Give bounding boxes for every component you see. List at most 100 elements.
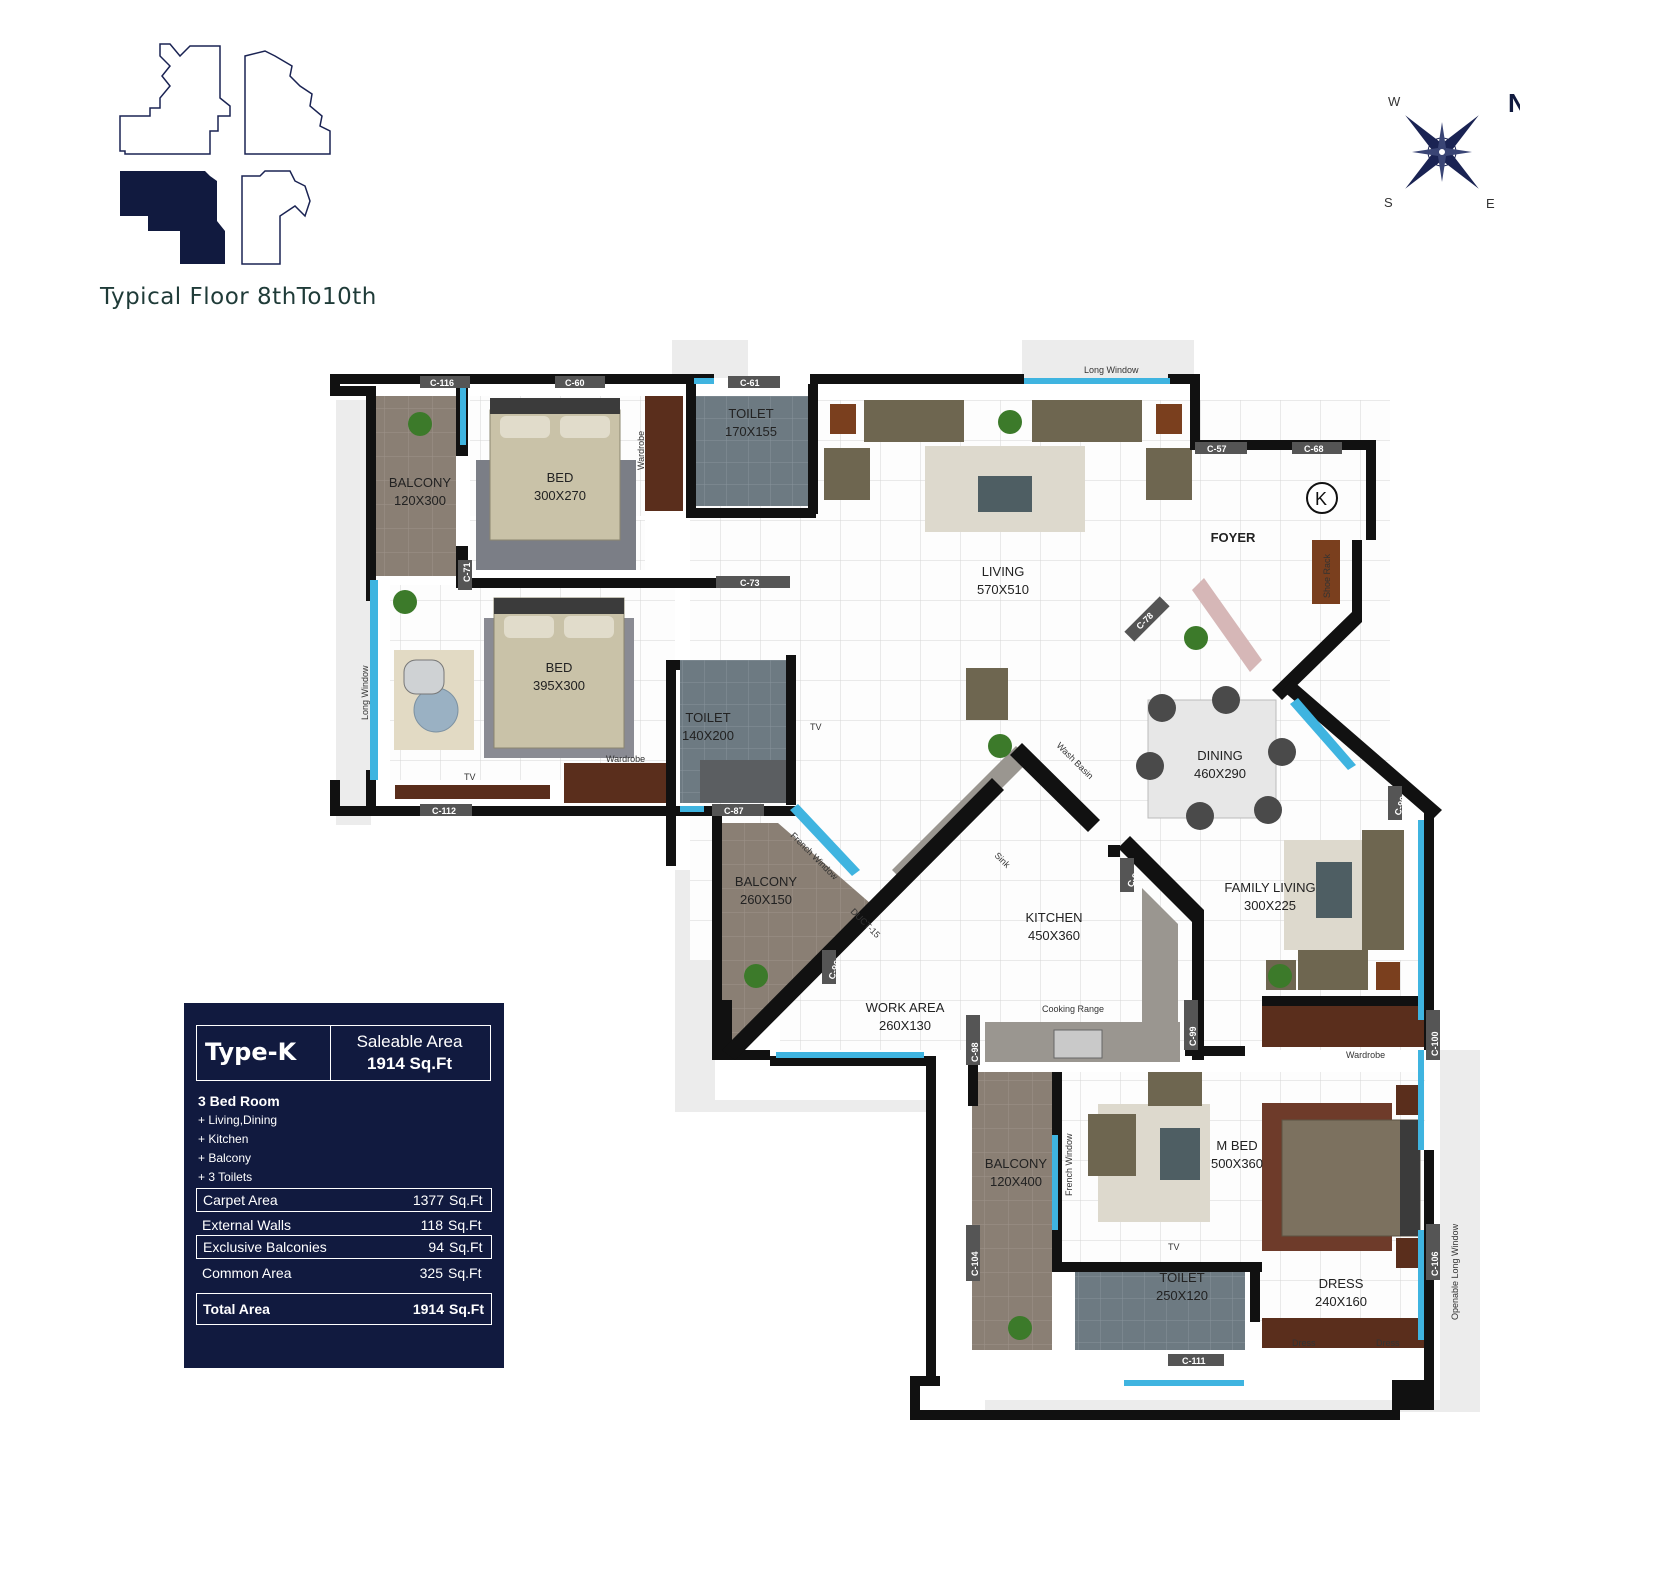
annotation-long-window: Long Window	[360, 665, 370, 720]
room-size: 260X130	[879, 1018, 931, 1033]
shoe-rack	[1312, 540, 1340, 604]
bedroom-2-table	[413, 687, 459, 733]
compass-east-label: E	[1486, 196, 1495, 211]
annotation-wardrobe: Wardrobe	[606, 754, 645, 764]
room-size: 300X270	[534, 488, 586, 503]
living-armchair-3	[966, 668, 1008, 720]
compass-south-label: S	[1384, 195, 1393, 210]
feature-item: + Balcony	[198, 1151, 252, 1165]
living-armchair-2	[1146, 448, 1192, 500]
window-tag-c104: C-104	[970, 1251, 980, 1276]
wardrobe-2	[564, 763, 672, 803]
annotation-wardrobe: Wardrobe	[636, 431, 646, 470]
foyer-partition	[1192, 578, 1262, 672]
area-row-value: 325	[419, 1265, 443, 1281]
cooking-range-icon	[1053, 1029, 1103, 1059]
room-name: M BED	[1216, 1138, 1257, 1153]
window-tag-c87: C-87	[724, 806, 744, 816]
window-tag-c106: C-106	[1430, 1251, 1440, 1276]
window-tag-c61: C-61	[740, 378, 760, 388]
area-row-unit: Sq.Ft	[449, 1192, 483, 1208]
room-name: TOILET	[1159, 1270, 1204, 1285]
area-row-label: External Walls	[202, 1217, 291, 1233]
area-row-label: Carpet Area	[203, 1192, 278, 1208]
window-tags: C-116 C-60 C-61 C-57 C-68 C-71 C-73 C-78…	[420, 376, 1440, 1366]
annotation-dress: Dress	[1292, 1338, 1316, 1348]
room-name: WORK AREA	[866, 1000, 945, 1015]
area-row-label: Exclusive Balconies	[203, 1239, 327, 1255]
walls	[330, 374, 1442, 1420]
key-plan-tower-nw	[119, 43, 231, 155]
total-area-unit: Sq.Ft	[449, 1301, 484, 1317]
compass-rose-icon	[1405, 115, 1479, 189]
room-size: 570X510	[977, 582, 1029, 597]
area-row: Carpet Area 1377 Sq.Ft	[196, 1188, 492, 1212]
room-size: 250X120	[1156, 1288, 1208, 1303]
dining-chairs	[1136, 686, 1296, 830]
room-size: 500X360	[1211, 1156, 1263, 1171]
kitchen-counter-right	[1142, 888, 1178, 1022]
saleable-area-label: Saleable Area	[356, 1032, 463, 1051]
master-wardrobe	[1262, 1005, 1424, 1047]
family-sofa	[1362, 830, 1404, 950]
room-name: BED	[547, 470, 574, 485]
room-name: BALCONY	[389, 475, 451, 490]
window-tag-c100: C-100	[1430, 1031, 1440, 1056]
family-side-table	[1376, 962, 1400, 990]
key-plan-title: Typical Floor 8thTo10th	[100, 284, 377, 310]
balcony-3	[972, 1072, 1052, 1350]
annotation-shoe-rack: Shoe Rack	[1322, 553, 1332, 598]
feature-item: + Living,Dining	[198, 1113, 278, 1127]
annotation-wardrobe: Wardrobe	[1346, 1050, 1385, 1060]
compass: N W S E	[1384, 88, 1520, 211]
windows	[370, 378, 1424, 1386]
toilet-1-floor	[692, 396, 812, 506]
total-area-label: Total Area	[203, 1301, 270, 1317]
room-size: 300X225	[1244, 898, 1296, 913]
area-row-value: 118	[420, 1217, 443, 1233]
wardrobe-1	[645, 396, 683, 511]
room-name: BALCONY	[985, 1156, 1047, 1171]
room-size: 240X160	[1315, 1294, 1367, 1309]
area-row-unit: Sq.Ft	[449, 1239, 483, 1255]
area-row: Common Area 325 Sq.Ft	[196, 1262, 490, 1284]
area-row-unit: Sq.Ft	[448, 1217, 482, 1233]
total-area-row: Total Area 1914 Sq.Ft	[196, 1293, 492, 1325]
room-size: 120X300	[394, 493, 446, 508]
feature-item: + Kitchen	[198, 1132, 249, 1146]
master-bed	[1281, 1119, 1421, 1237]
annotation-dress: Dress	[1376, 1338, 1400, 1348]
room-name: KITCHEN	[1025, 910, 1082, 925]
window-tag-c57: C-57	[1207, 444, 1227, 454]
compass-west-label: W	[1388, 94, 1401, 109]
living-armchair-1	[824, 448, 870, 500]
plant-icons	[393, 410, 1292, 1340]
area-row-label: Common Area	[202, 1265, 292, 1281]
bedroom-count: 3 Bed Room	[198, 1093, 280, 1109]
annotation-french-window: French Window	[1064, 1133, 1074, 1196]
annotation-tv: TV	[810, 722, 822, 732]
window-tag-c111: C-111	[1182, 1356, 1206, 1366]
window-tag-c99: C-99	[1188, 1026, 1198, 1046]
annotation-tv: TV	[1168, 1242, 1180, 1252]
room-size: 170X155	[725, 424, 777, 439]
kitchen-entry-label: K	[1315, 489, 1327, 509]
window-tag-c71: C-71	[462, 562, 472, 582]
toilet-3-floor	[1075, 1270, 1245, 1350]
room-name: DRESS	[1319, 1276, 1364, 1291]
area-row-value: 94	[428, 1239, 444, 1255]
dress-unit	[1262, 1318, 1424, 1348]
room-name: BED	[546, 660, 573, 675]
annotation-cooking-range: Cooking Range	[1042, 1004, 1104, 1014]
total-area-value: 1914	[412, 1301, 444, 1317]
area-row-unit: Sq.Ft	[448, 1265, 482, 1281]
key-plan	[119, 43, 331, 265]
window-tag-c116: C-116	[430, 378, 454, 388]
room-size: 450X360	[1028, 928, 1080, 943]
area-row: Exclusive Balconies 94 Sq.Ft	[196, 1235, 492, 1259]
side-table-2	[1156, 404, 1182, 434]
key-plan-unit-highlight[interactable]	[120, 171, 225, 264]
room-size: 260X150	[740, 892, 792, 907]
